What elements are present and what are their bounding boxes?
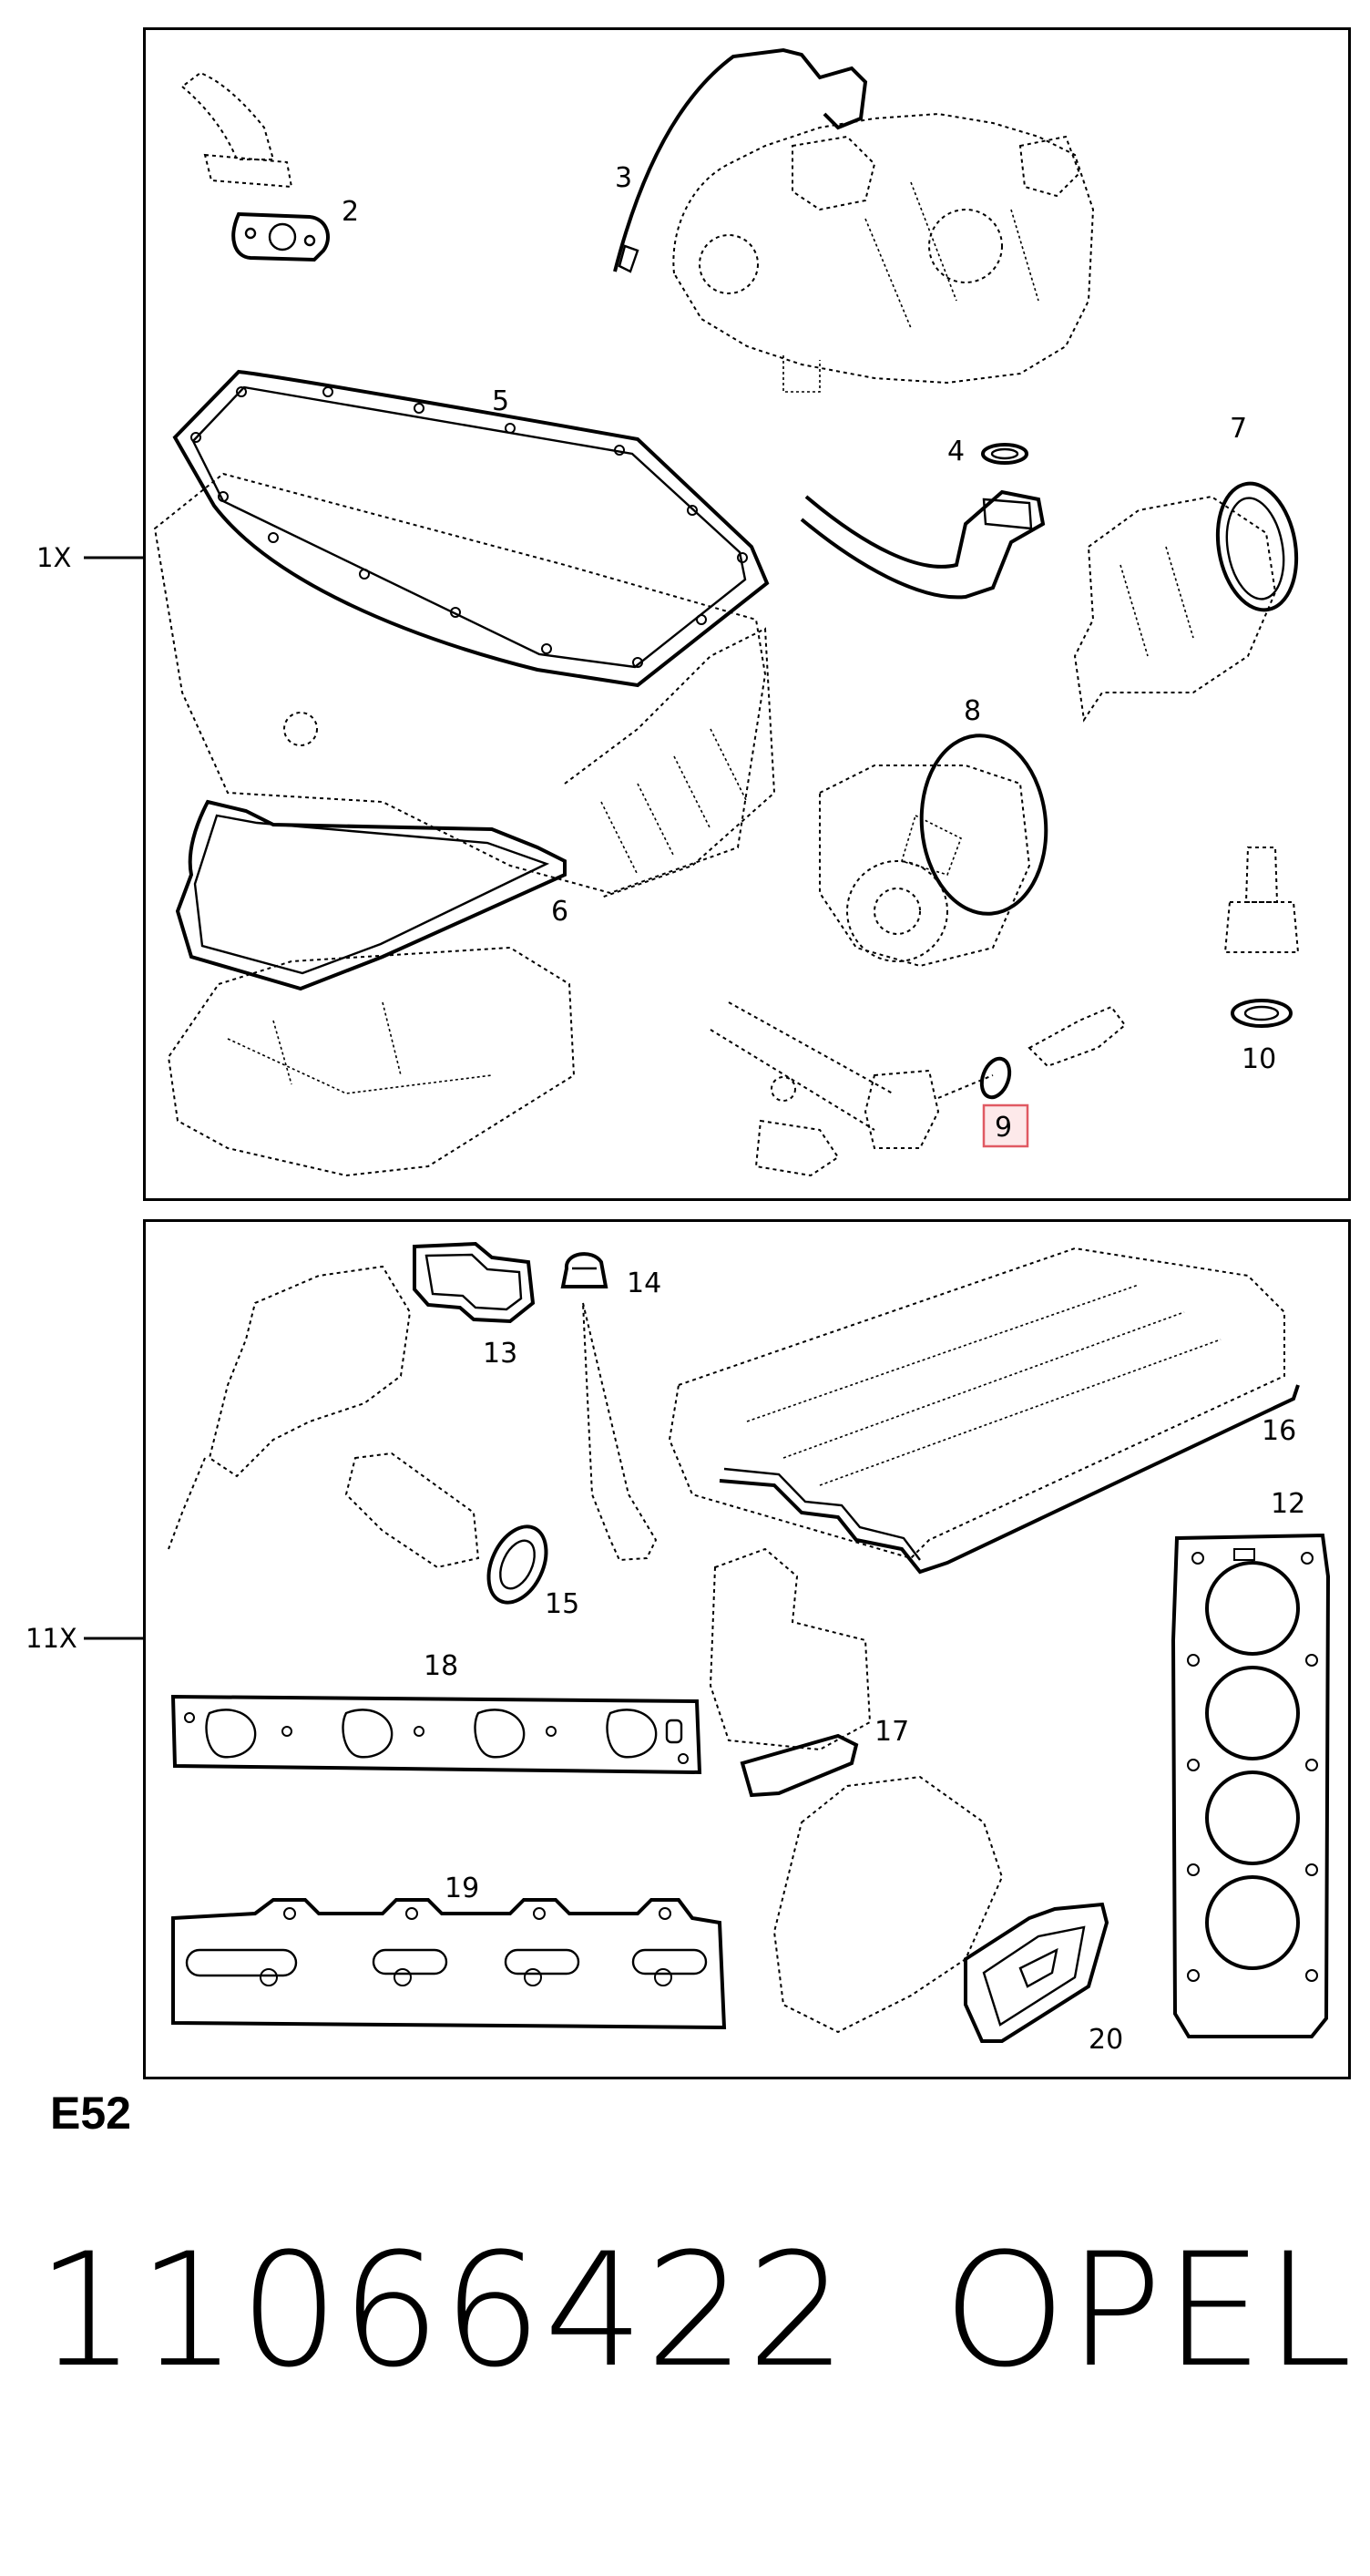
part-17-outlet-gasket	[709, 1547, 872, 1798]
part-18-intake-gasket	[170, 1694, 702, 1775]
sheet-code: E52	[50, 2088, 131, 2139]
callout-7: 7	[1230, 413, 1247, 445]
callout-18: 18	[424, 1650, 458, 1682]
part-2-flange-gasket	[180, 71, 330, 262]
callout-17: 17	[874, 1716, 909, 1748]
part-number: 11066422	[36, 2219, 849, 2402]
callout-5: 5	[492, 385, 509, 417]
part-5-oil-pan-gasket	[153, 369, 776, 898]
qty-label-bottom: 11X	[26, 1623, 77, 1654]
part-7-crank-seal	[1073, 481, 1299, 723]
part-14-valve-stem-seal	[560, 1252, 658, 1562]
part-19-exhaust-gasket	[171, 1898, 727, 2030]
part-10-drain-washer	[1223, 847, 1300, 1028]
callout-19: 19	[445, 1873, 479, 1904]
callout-16: 16	[1262, 1415, 1296, 1447]
callout-6: 6	[551, 896, 568, 928]
part-13-thermostat-gasket	[168, 1241, 536, 1550]
bottom-kit-panel	[143, 1219, 1351, 2079]
callout-10: 10	[1242, 1043, 1276, 1075]
part-6-lower-sump-gasket	[167, 799, 576, 1177]
callout-2: 2	[342, 196, 359, 228]
callout-3: 3	[615, 162, 632, 194]
callout-15: 15	[545, 1588, 579, 1620]
qty-label-top: 1X	[36, 542, 71, 573]
part-4-pickup-gasket	[800, 443, 1046, 600]
part-12-head-gasket	[1171, 1533, 1331, 2038]
callout-20: 20	[1089, 2024, 1123, 2056]
callout-14: 14	[627, 1267, 661, 1299]
brand-name: OPEL	[943, 2219, 1355, 2402]
part-16-cam-cover-gasket	[668, 1247, 1300, 1575]
callout-13: 13	[483, 1338, 517, 1370]
callout-8: 8	[964, 695, 981, 727]
callout-12: 12	[1271, 1488, 1305, 1520]
part-3-oil-pump	[613, 47, 1095, 393]
top-kit-panel	[143, 27, 1351, 1201]
part-15-camshaft-seal	[344, 1452, 548, 1605]
part-20-housing-gasket	[772, 1775, 1109, 2043]
part-9-sender-seal	[710, 1001, 1127, 1177]
callout-9-highlight	[982, 1103, 1029, 1148]
part-8-water-pump	[819, 734, 1048, 968]
callout-4: 4	[947, 436, 965, 467]
callout-9: 9	[995, 1112, 1012, 1144]
